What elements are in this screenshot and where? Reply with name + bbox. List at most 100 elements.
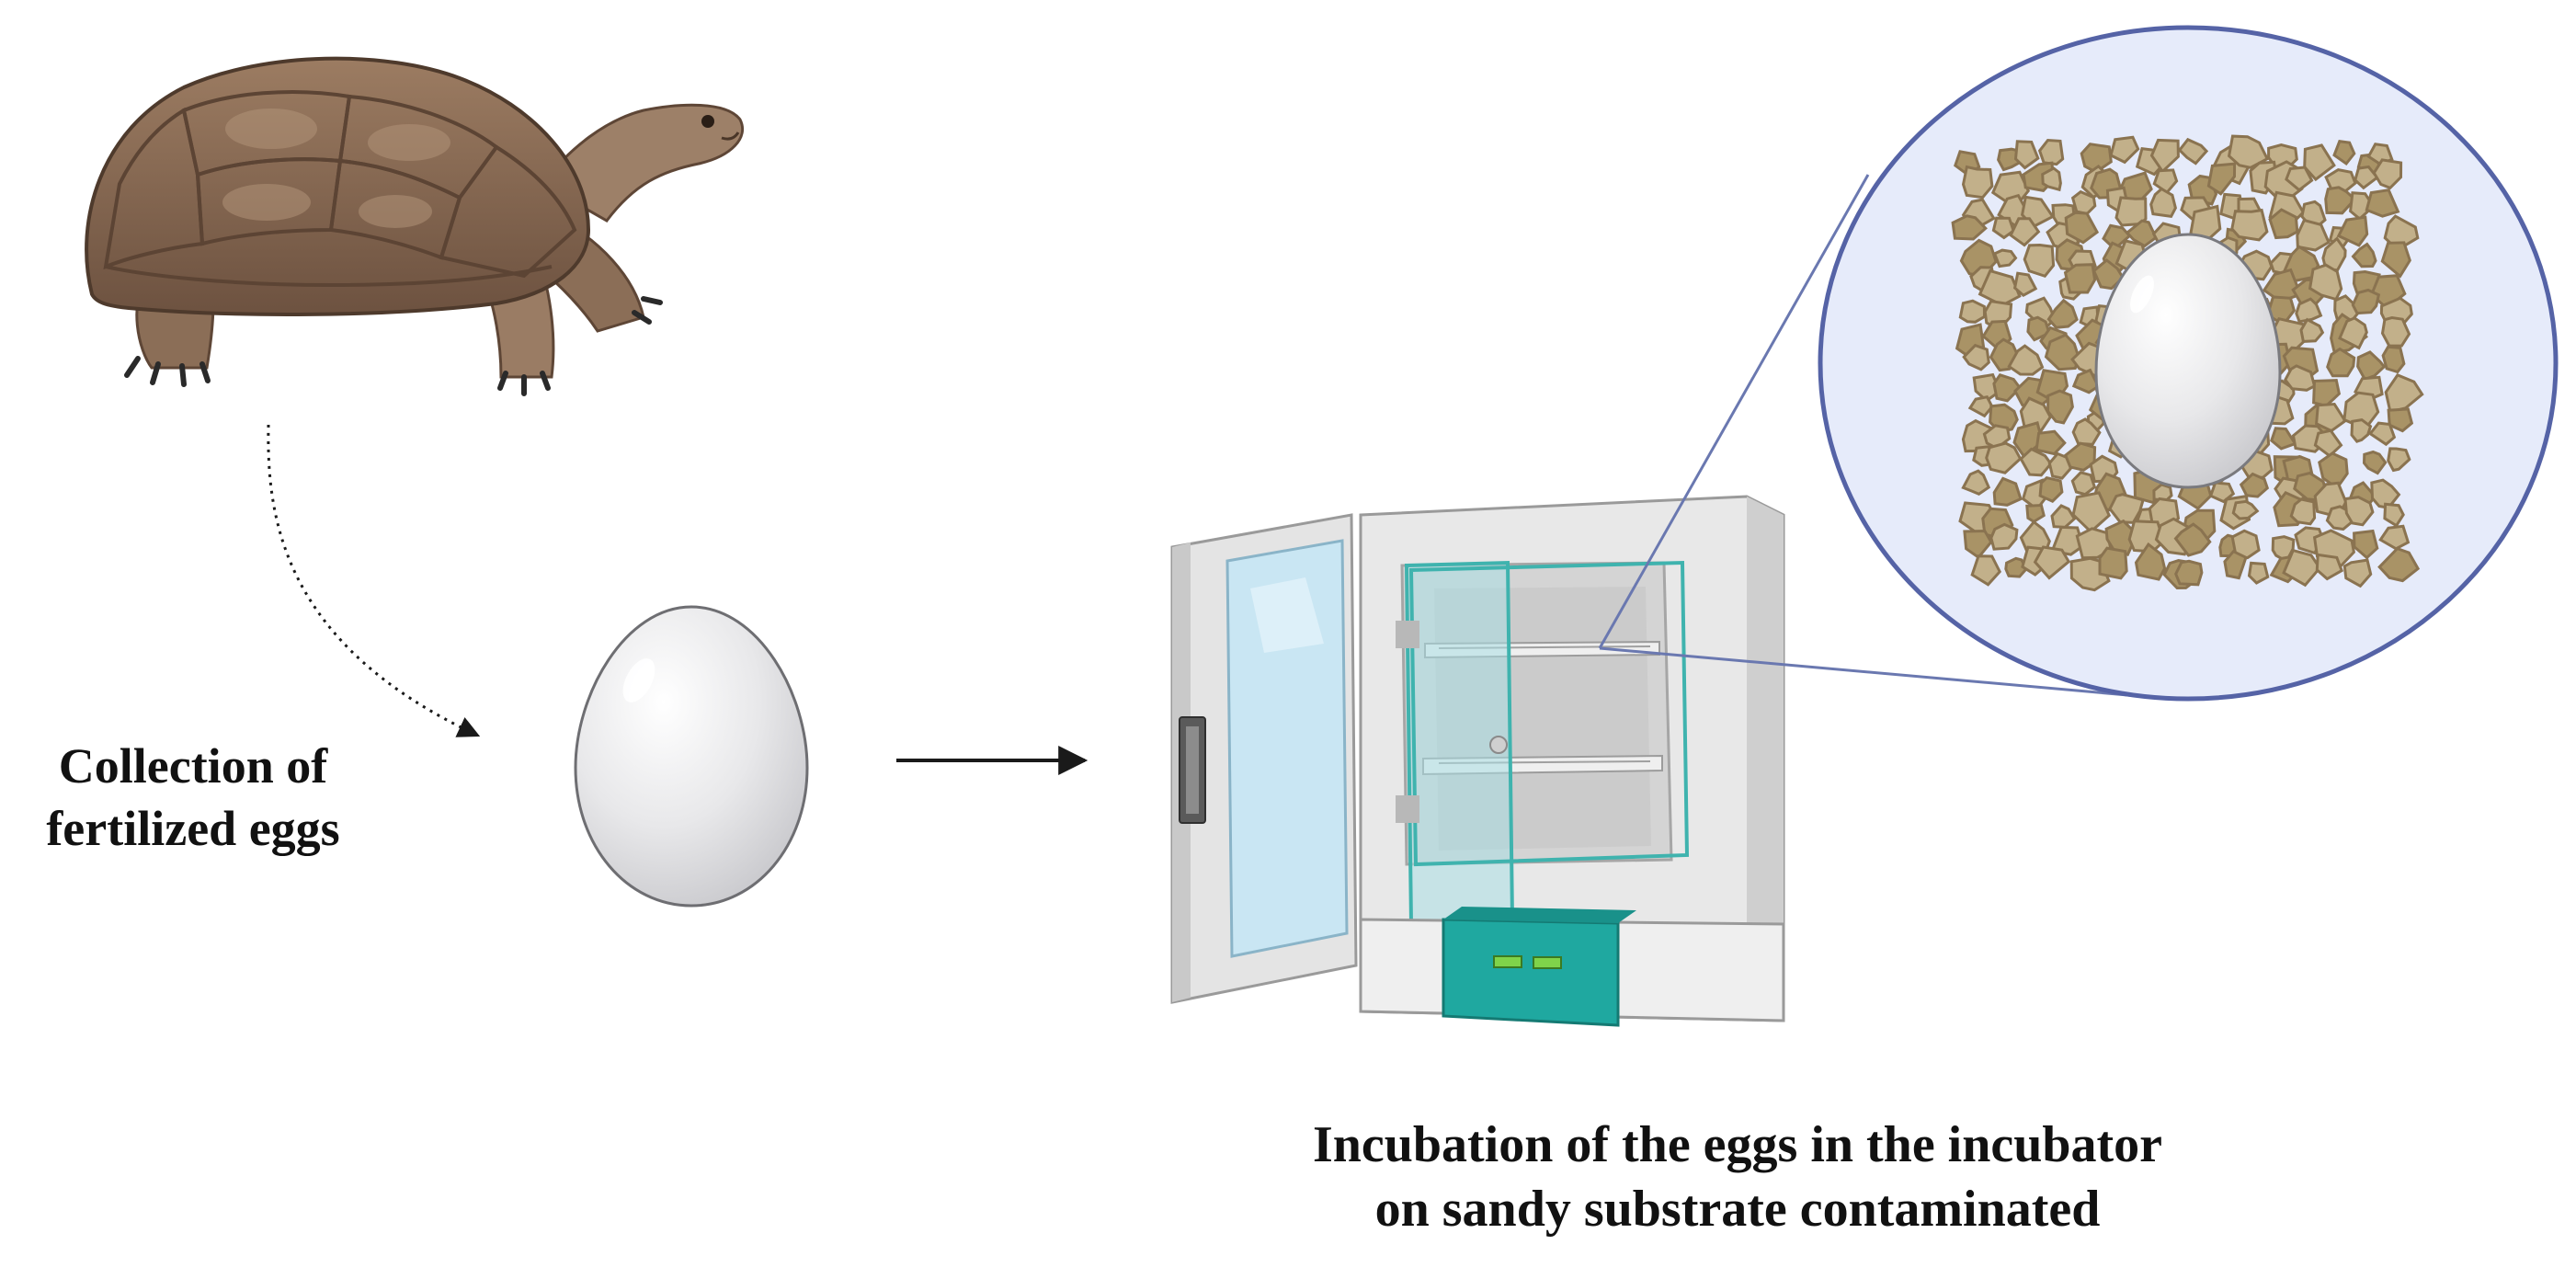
pebble <box>2038 475 2064 503</box>
pebble <box>2342 558 2373 588</box>
pebble <box>2351 242 2377 268</box>
pebble <box>2019 447 2053 477</box>
substrate-egg-icon <box>2094 233 2282 489</box>
pebble <box>1992 248 2018 268</box>
pebble <box>2296 218 2331 252</box>
pebble <box>2326 347 2356 378</box>
pebble <box>2315 553 2344 581</box>
pebble <box>2046 389 2074 425</box>
pebble <box>2109 135 2140 165</box>
pebble <box>2362 450 2388 475</box>
pebble <box>2247 561 2270 585</box>
pebble <box>2282 548 2322 588</box>
pebble <box>2285 166 2314 192</box>
pebble <box>2025 503 2046 524</box>
pebble <box>2299 317 2325 343</box>
pebble <box>2381 345 2406 374</box>
pebble <box>2149 138 2180 174</box>
pebble <box>2303 143 2336 182</box>
pebble <box>2044 333 2080 371</box>
pebble <box>2332 140 2356 166</box>
pebble <box>1951 214 1988 241</box>
magnifier-lines <box>1598 174 2171 701</box>
pebble <box>2308 263 2343 302</box>
pebble <box>2356 350 2387 382</box>
pebble <box>1967 395 1994 418</box>
pebble <box>2064 211 2100 245</box>
pebble <box>2092 258 2126 291</box>
pebble <box>2063 441 2097 472</box>
pebble <box>2070 471 2097 497</box>
incubation-label-line2: on sandy substrate contaminated <box>1374 1181 2101 1238</box>
pebble <box>2231 499 2260 520</box>
pebble <box>2050 525 2085 556</box>
pebble <box>2368 421 2397 447</box>
pebble <box>2004 556 2029 578</box>
pebble <box>2268 208 2299 240</box>
pebble <box>2046 298 2079 329</box>
pebble <box>2206 162 2237 196</box>
collection-label-line1: Collection of <box>58 738 328 794</box>
pebble <box>2372 158 2403 190</box>
pebble <box>2125 219 2158 248</box>
pebble <box>2177 137 2209 166</box>
collection-arrow <box>267 424 481 737</box>
pebble <box>2350 418 2373 443</box>
pebble <box>2377 546 2421 583</box>
pebble <box>2026 315 2051 342</box>
pebble <box>2324 186 2357 215</box>
pebble <box>2387 447 2411 473</box>
pebble <box>1992 373 2023 403</box>
pebble <box>1991 216 2015 240</box>
pebble <box>2353 529 2379 560</box>
pebble <box>2063 263 2097 294</box>
pebble <box>1970 554 2002 587</box>
pebble <box>1985 441 2023 474</box>
pebble <box>2270 427 2297 451</box>
pebble <box>2387 407 2414 433</box>
pebble <box>2071 417 2102 446</box>
pebble <box>1961 469 1991 496</box>
pebble <box>2037 138 2065 166</box>
pebble <box>2098 546 2128 580</box>
incubation-label-line1: Incubation of the eggs in the incubator <box>1312 1116 2163 1173</box>
pebble <box>2336 215 2369 247</box>
pebble <box>1989 522 2019 551</box>
egg-icon <box>574 605 809 908</box>
pebble <box>2380 315 2411 348</box>
pebble <box>2041 166 2062 192</box>
pebble <box>2012 271 2038 298</box>
pebble <box>2351 288 2381 315</box>
pebble <box>2134 542 2167 581</box>
pebble <box>1961 165 1994 200</box>
incubator-icon <box>1170 495 1785 1027</box>
pebble <box>2230 208 2269 242</box>
pebble <box>2173 522 2212 557</box>
incubation-label: Incubation of the eggs in the incubator … <box>1186 1113 2289 1241</box>
pebble <box>2239 472 2270 498</box>
pebble <box>2227 134 2270 169</box>
pebble <box>2365 188 2400 218</box>
pebble <box>2174 559 2204 587</box>
pebble <box>1962 343 1990 371</box>
pebble <box>1992 476 2023 507</box>
pebble <box>2284 364 2317 392</box>
magnified-substrate-icon <box>1818 25 2559 702</box>
pebble <box>2354 165 2379 190</box>
pebble <box>2230 529 2261 560</box>
pebble <box>2380 241 2411 279</box>
pebble <box>2071 368 2101 394</box>
pebble <box>2338 316 2368 350</box>
pebble <box>2152 168 2179 195</box>
pebble <box>2009 217 2041 247</box>
pebble <box>2343 496 2375 527</box>
pebble <box>2035 429 2067 456</box>
pebble <box>2007 344 2045 376</box>
pebble <box>2315 402 2347 433</box>
pebble <box>2223 549 2248 580</box>
pebble <box>2149 187 2177 219</box>
pebble <box>2023 243 2056 279</box>
pebble <box>2013 140 2040 170</box>
